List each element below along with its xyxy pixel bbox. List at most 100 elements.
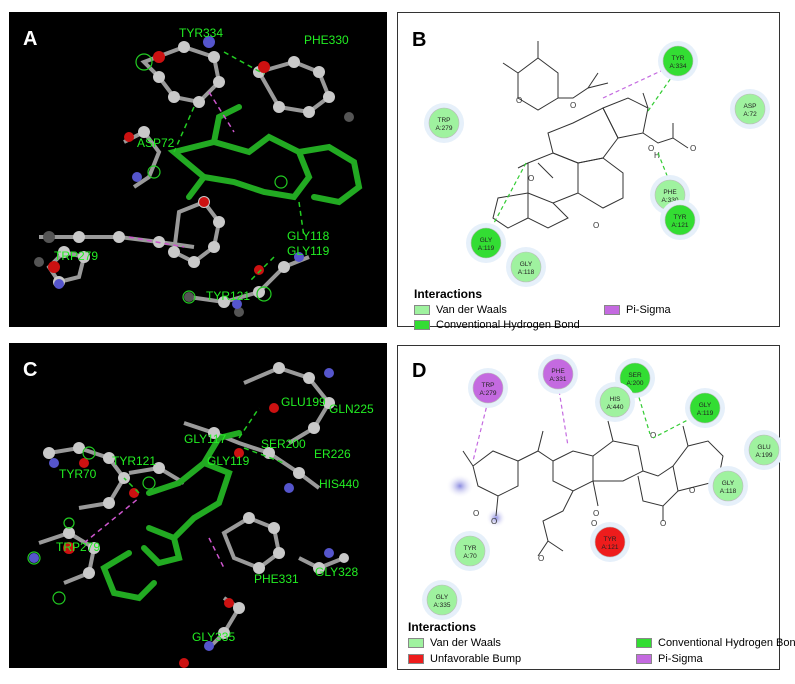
legend-item-hbond: Conventional Hydrogen Bond [414, 319, 580, 331]
atom-label: O [648, 144, 654, 153]
atom-label: O [650, 431, 656, 440]
residue-name: GLY [699, 402, 712, 409]
atom-label: O [516, 96, 522, 105]
residue-name: PHE [551, 368, 565, 375]
residue-name: GLU [757, 444, 771, 451]
panel-b-label: B [412, 29, 427, 51]
residue-chain: A:72 [743, 111, 757, 118]
atom-label: O [528, 174, 534, 183]
residue-label: PHE331 [254, 572, 299, 586]
residue-chain: A:440 [607, 404, 624, 411]
residue-name: GLY [722, 480, 735, 487]
residue-name: ASP [743, 103, 756, 110]
residue-name: TYR [672, 55, 685, 62]
panel-c-3d-view: C [9, 343, 387, 668]
residue-name: HIS [610, 396, 622, 403]
residue-label: GLN225 [329, 402, 374, 416]
residue-chain: A:70 [463, 553, 477, 560]
panel-a-3d-view: A [9, 12, 387, 327]
legend-title: Interactions [408, 620, 477, 634]
panel-b-2d-diagram: B O O O H O O O [397, 12, 780, 331]
residue-label: ASP72 [137, 136, 175, 150]
panel-a-molecule-render: TYR334 PHE330 ASP72 TRP279 GLY118 GLY119… [34, 26, 363, 317]
residue-label: TYR334 [179, 26, 223, 40]
residue-label: GLY335 [192, 630, 235, 644]
atom-label: O [593, 509, 599, 518]
residue-chain: A:279 [480, 390, 497, 397]
residue-label: TYR121 [206, 289, 250, 303]
panel-d-label: D [412, 360, 427, 382]
residue-chain: A:331 [550, 376, 567, 383]
residue-chain: A:330 [662, 197, 679, 204]
residue-chain: A:121 [602, 544, 619, 551]
residue-label: PHE330 [304, 33, 349, 47]
atom-label: O [538, 554, 544, 563]
residue-chain: A:334 [670, 63, 687, 70]
residue-label: TRP279 [54, 249, 98, 263]
residue-chain: A:279 [436, 125, 453, 132]
residue-name: GLY [436, 594, 449, 601]
residue-name: GLY [480, 237, 493, 244]
residue-label: GLY117 [184, 432, 227, 446]
panel-b-interaction-map: O O O H O O O TYRA:334TRPA:279ASPA:72PHE… [424, 41, 770, 287]
residue-label: HIS440 [319, 477, 359, 491]
residue-name: TYR [674, 214, 687, 221]
residue-label: TRP279 [56, 540, 100, 554]
legend-item-vdw: Van der Waals [408, 637, 501, 649]
atom-label: O [473, 509, 479, 518]
atom-label: O [689, 486, 695, 495]
residue-name: SER [628, 372, 642, 379]
legend-item-vdw: Van der Waals [414, 304, 507, 316]
atom-label: O [660, 519, 666, 528]
atom-label: O [491, 517, 497, 526]
residue-chain: A:119 [478, 245, 495, 252]
residue-name: TYR [464, 545, 477, 552]
residue-chain: A:200 [627, 380, 644, 387]
residue-chain: A:199 [756, 452, 773, 459]
panel-c-label: C [23, 359, 38, 381]
residue-label: GLY118 [287, 229, 330, 243]
residue-chain: A:335 [434, 602, 451, 609]
residue-label: TYR121 [112, 454, 156, 468]
atom-label: O [690, 144, 696, 153]
atom-label: O [570, 101, 576, 110]
residue-label: ER226 [314, 447, 351, 461]
residue-chain: A:121 [672, 222, 689, 229]
legend-item-bump: Unfavorable Bump [408, 653, 521, 665]
panel-a-label: A [23, 28, 38, 50]
residue-name: GLY [520, 261, 533, 268]
residue-chain: A:119 [697, 410, 714, 417]
residue-chain: A:118 [518, 269, 535, 276]
residue-label: SER200 [261, 437, 306, 451]
atom-label: O [593, 221, 599, 230]
residue-name: TRP [438, 117, 451, 124]
legend-item-pisigma: Pi-Sigma [636, 653, 703, 665]
residue-name: TYR [604, 536, 617, 543]
residue-chain: A:118 [720, 488, 737, 495]
panel-b-legend: Interactions Van der Waals Conventional … [414, 287, 774, 331]
panel-d-legend: Interactions Van der Waals Unfavorable B… [408, 620, 795, 668]
residue-label: GLY119 [207, 454, 250, 468]
residue-label: GLY119 [287, 244, 330, 258]
residue-label: GLU199 [281, 395, 326, 409]
panel-d-2d-diagram: D O O O O O O [397, 345, 795, 670]
legend-title: Interactions [414, 287, 483, 301]
atom-label: O [591, 519, 597, 528]
legend-item-pisigma: Pi-Sigma [604, 304, 671, 316]
